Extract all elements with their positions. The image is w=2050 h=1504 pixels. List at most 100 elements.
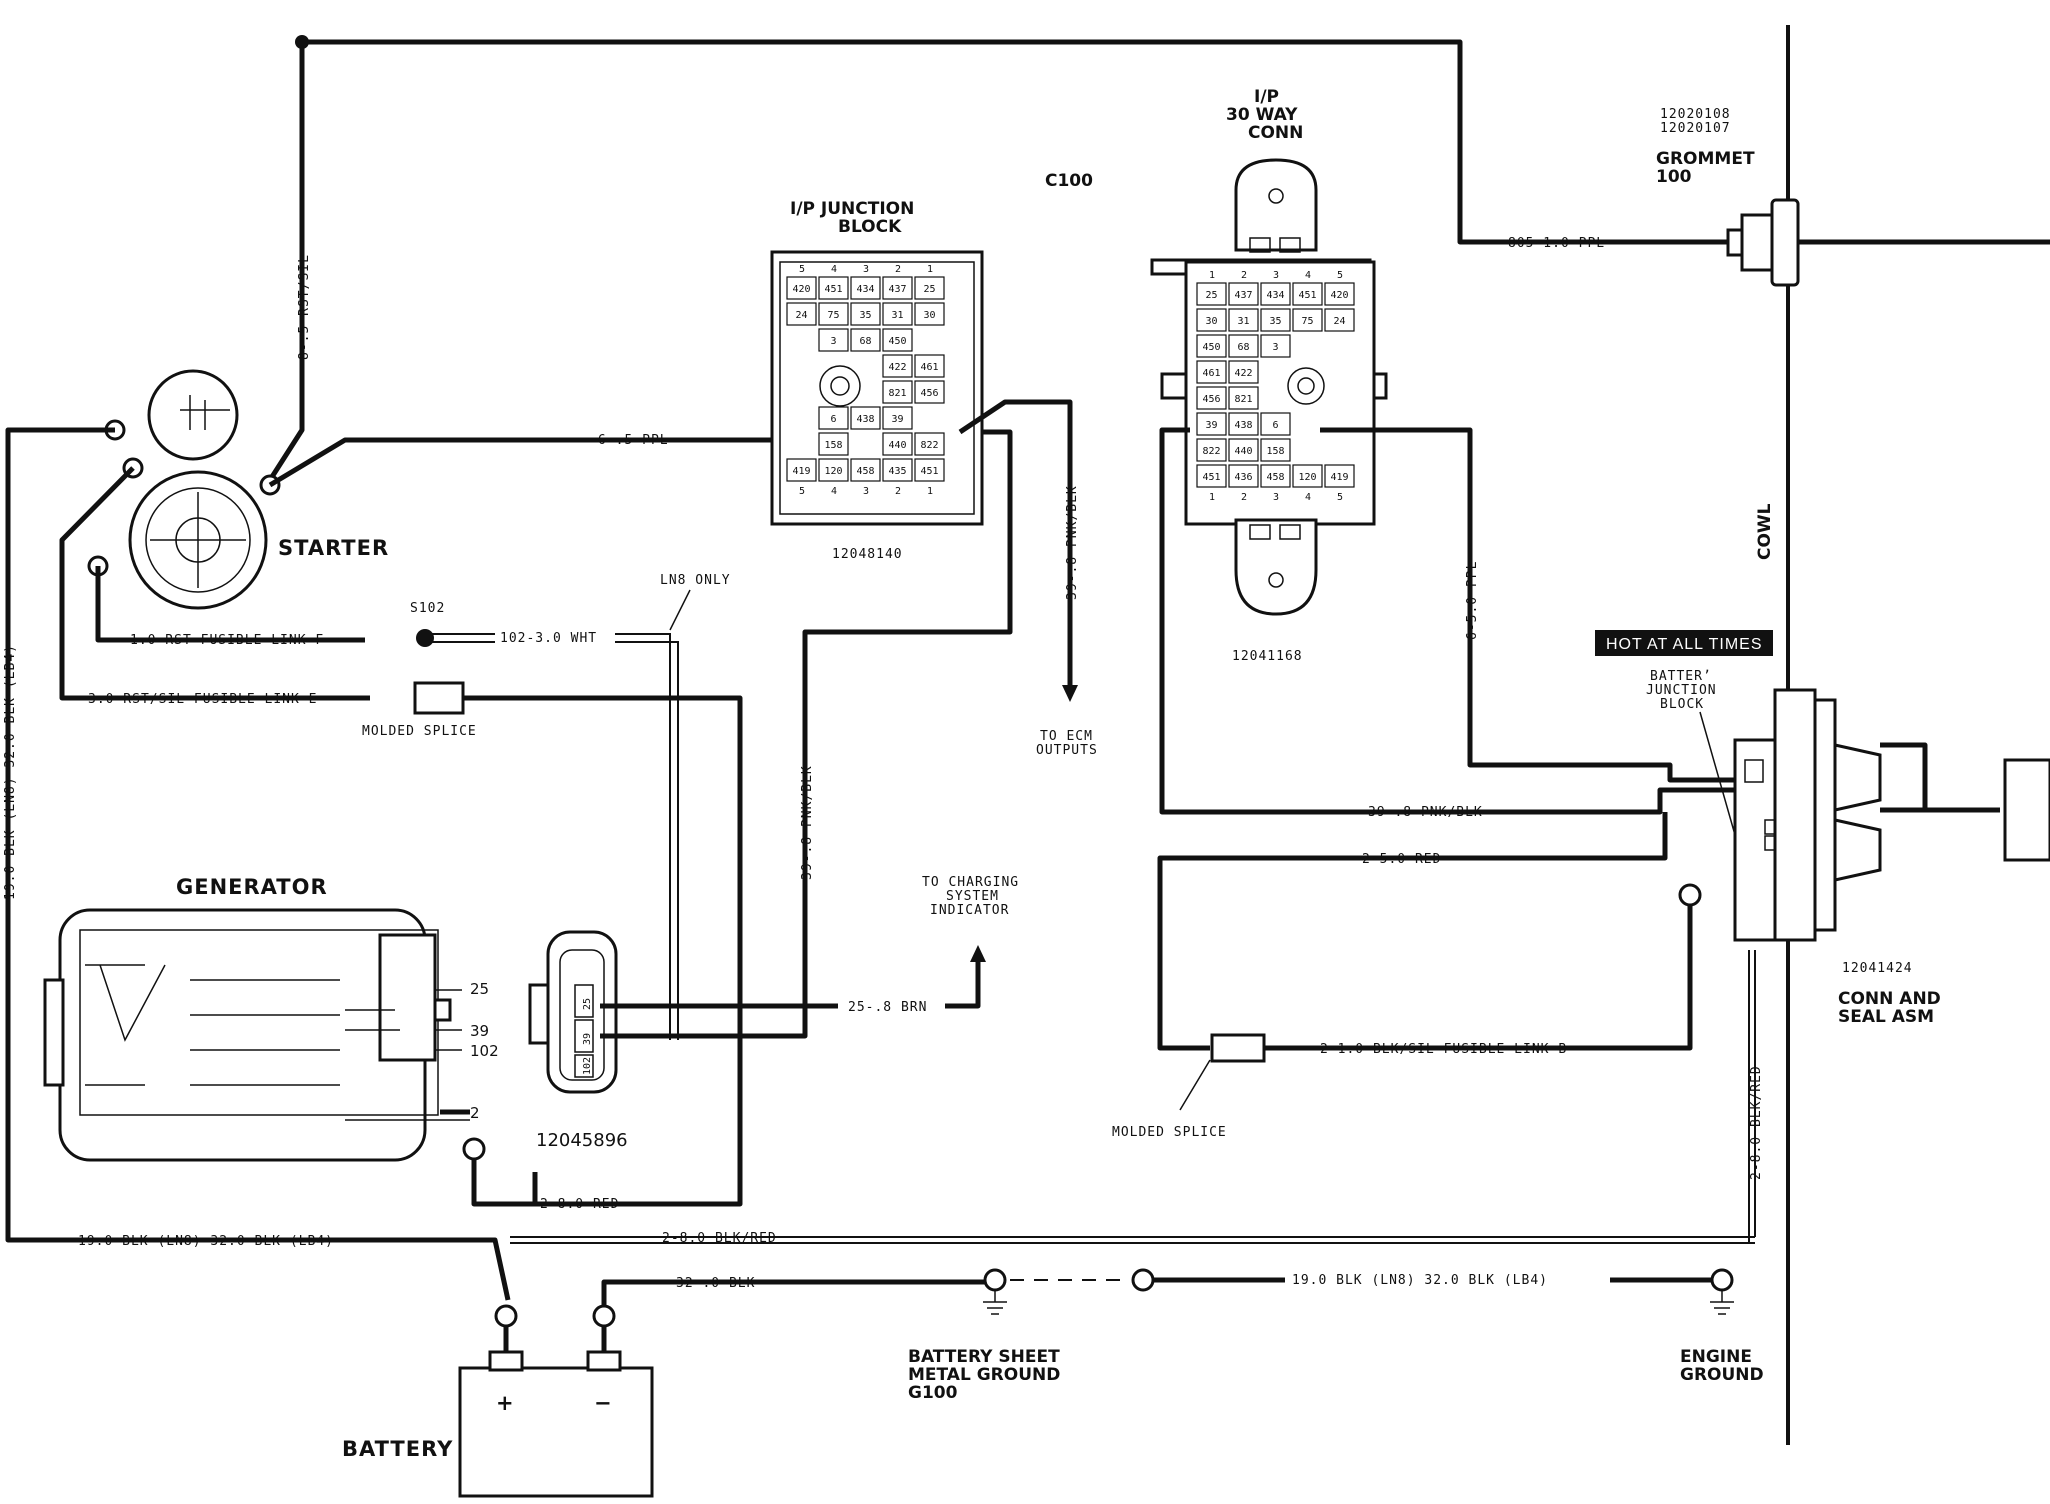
conn-bottom-num: 1	[1209, 492, 1215, 503]
conn-cavity	[1228, 334, 1259, 358]
jb-cavity-label: 6	[830, 414, 836, 425]
wire-6-ppl-label: 6-.5 PPL	[598, 433, 669, 448]
gen-conn-cav-39: 39	[582, 1033, 593, 1045]
wire-25-label: 25-.8 BRN	[848, 1000, 927, 1015]
conn-top-num: 3	[1273, 270, 1279, 281]
conn-cavity	[1228, 386, 1259, 410]
to-charging-2: SYSTEM	[946, 889, 999, 904]
conn-cavity-label: 75	[1301, 316, 1313, 327]
conn-cavity-label: 458	[1266, 472, 1284, 483]
jb-top-num: 1	[927, 264, 933, 275]
wire-102-wht	[425, 633, 679, 1040]
jb-cavity-label: 434	[856, 284, 874, 295]
conn-cavity	[1260, 282, 1291, 306]
jb-bottom-num: 1	[927, 486, 933, 497]
hot-at-all-times: HOT AT ALL TIMES	[1606, 636, 1763, 653]
conn-top-num: 1	[1209, 270, 1215, 281]
wire-left-vertical	[5, 427, 395, 1243]
jb-cavity-label: 419	[792, 466, 810, 477]
jb-cavity-label: 822	[920, 440, 938, 451]
wire-2-5-label: 2-5.0 RED	[1362, 852, 1441, 867]
wire-39-right-label: 39-.8 PNK/BLK	[1065, 485, 1080, 600]
wire-fusible-f-label: 1.0 RST FUSIBLE LINK F	[130, 633, 324, 648]
conn-cavity	[1324, 308, 1355, 332]
jb-cavity-label: 461	[920, 362, 938, 373]
battery-label: BATTERY	[342, 1437, 453, 1461]
ln8-only-label: LN8 ONLY	[660, 573, 731, 588]
jb-cavity-label: 68	[859, 336, 871, 347]
battery-plus: +	[496, 1391, 515, 1415]
wire-2-5-red	[1157, 812, 1668, 1051]
conn-cavity	[1324, 464, 1355, 488]
wire-left-vertical-label: 19.0 BLK (LN8) 32.0 BLK (LB4)	[3, 644, 18, 900]
conn-cavity	[1196, 334, 1227, 358]
jb-cavity	[882, 458, 913, 482]
grommet-label-2: 100	[1656, 167, 1692, 187]
c100-label: C100	[1045, 171, 1093, 191]
grommet-part-1: 12020108	[1660, 107, 1731, 122]
gen-pin-39: 39	[470, 1022, 489, 1040]
jb-bottom-num: 3	[863, 486, 869, 497]
battery-ground-3: G100	[908, 1383, 958, 1403]
molded-splice-right-label: MOLDED SPLICE	[1112, 1125, 1227, 1140]
jb-cavity	[818, 406, 849, 430]
wire-2-8-blkred	[510, 950, 1756, 1244]
batt-jb-2: JUNCTION	[1646, 683, 1717, 698]
ecm-arrow	[1062, 685, 1078, 702]
to-charging-3: INDICATOR	[930, 903, 1009, 918]
conn-top-num: 4	[1305, 270, 1311, 281]
jb-cavity-label: 158	[824, 440, 842, 451]
jb-bottom-num: 4	[831, 486, 837, 497]
ip-conn-title-2: 30 WAY	[1226, 105, 1298, 125]
wire-2-8-blkred-v-label: 2-8.0 BLK/RED	[1749, 1065, 1764, 1180]
engine-ground-1: ENGINE	[1680, 1347, 1752, 1367]
wire-32-blk-label: 32-.0 BLK	[676, 1276, 755, 1291]
conn-cavity	[1228, 438, 1259, 462]
generator	[43, 908, 470, 1162]
grommet-label-1: GROMMET	[1656, 149, 1755, 169]
conn-seal-part: 12041424	[1842, 961, 1913, 976]
wire-6-ppl	[268, 437, 830, 488]
jb-cavity	[882, 406, 913, 430]
wire-39-bottom	[1159, 427, 1740, 815]
conn-cavity	[1196, 282, 1227, 306]
wire-fusible-e-label: 3.0 RST/SIL FUSIBLE LINK E	[88, 692, 318, 707]
engine-ground-2: GROUND	[1680, 1365, 1764, 1385]
wire-19-32-label: 19.0 BLK (LN8) 32.0 BLK (LB4)	[78, 1234, 334, 1249]
ip-conn-part: 12041168	[1232, 649, 1303, 664]
to-ecm-1: TO ECM	[1040, 729, 1093, 744]
conn-cavity	[1228, 464, 1259, 488]
wire-39-left	[600, 429, 1013, 1039]
conn-seal-1: CONN AND	[1838, 989, 1941, 1009]
molded-splice-left-label: MOLDED SPLICE	[362, 724, 477, 739]
jb-cavity-label: 821	[888, 388, 906, 399]
jb-cavity-label: 30	[923, 310, 935, 321]
conn-cavity-label: 438	[1234, 420, 1252, 431]
jb-cavity	[914, 458, 945, 482]
jb-cavity-label: 456	[920, 388, 938, 399]
wire-19-32-right-label: 19.0 BLK (LN8) 32.0 BLK (LB4)	[1292, 1273, 1548, 1288]
starter-motor	[128, 369, 268, 610]
conn-cavity	[1196, 412, 1227, 436]
ip-junction-title-2: BLOCK	[838, 217, 902, 237]
wire-fusible-e	[59, 466, 370, 701]
jb-cavity	[818, 302, 849, 326]
wire-2-1-label: 2-1.0 BLK/SIL FUSIBLE LINK B	[1320, 1042, 1567, 1057]
battery-ground	[983, 1268, 1285, 1315]
batt-jb-1: BATTERʼ	[1650, 669, 1712, 684]
ip-30way-connector	[1150, 158, 1388, 616]
wire-6-5-ppl	[1320, 427, 1735, 783]
jb-top-num: 2	[895, 264, 901, 275]
generator-label: GENERATOR	[176, 875, 328, 899]
jb-cavity-label: 422	[888, 362, 906, 373]
conn-cavity-label: 6	[1272, 420, 1278, 431]
jb-cavity-label: 31	[891, 310, 903, 321]
jb-cavity-label: 25	[923, 284, 935, 295]
jb-cavity-label: 440	[888, 440, 906, 451]
battery-ground-2: METAL GROUND	[908, 1365, 1060, 1385]
conn-cavity	[1292, 464, 1323, 488]
jb-cavity-label: 39	[891, 414, 903, 425]
wire-39-left-label: 39-.8 PNK/BLK	[800, 765, 815, 880]
conn-cavity	[1260, 438, 1291, 462]
